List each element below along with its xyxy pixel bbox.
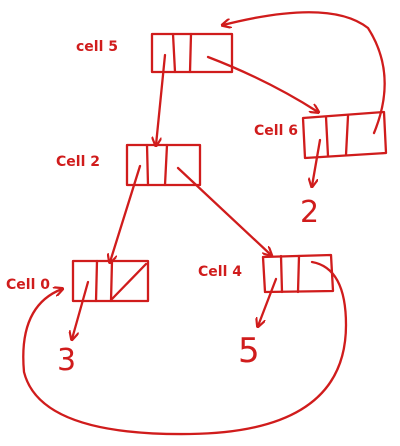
arrow-cell2-to-cell0 [110,164,142,262]
cell-6-label: Cell 6 [254,123,298,139]
value-5: 5 [238,331,260,371]
arrow-cell5-to-cell2 [156,53,167,145]
arrow-cell5-to-cell6 [206,55,318,112]
arrow-cell2-to-cell4 [176,166,271,255]
arrow-cell4-to-cell0 [22,260,348,436]
cell-2-box [125,143,202,187]
cell-4-box [261,253,335,294]
cell-5-box [150,32,234,74]
arrow-cell0-to-value-3 [72,280,90,339]
cell-5-label: cell 5 [76,39,118,55]
cell-6-box [301,110,388,160]
arrow-cell4-to-value-5 [258,277,278,326]
cell-0-label: Cell 0 [6,277,50,293]
cell-0-box [71,259,150,303]
cell-2-label: Cell 2 [56,154,100,170]
value-2: 2 [300,195,319,230]
arrow-cell6-to-cell5 [223,11,386,135]
arrow-cell6-to-value-2 [312,138,322,186]
cell-4-label: Cell 4 [198,264,242,280]
value-3: 3 [57,343,76,378]
